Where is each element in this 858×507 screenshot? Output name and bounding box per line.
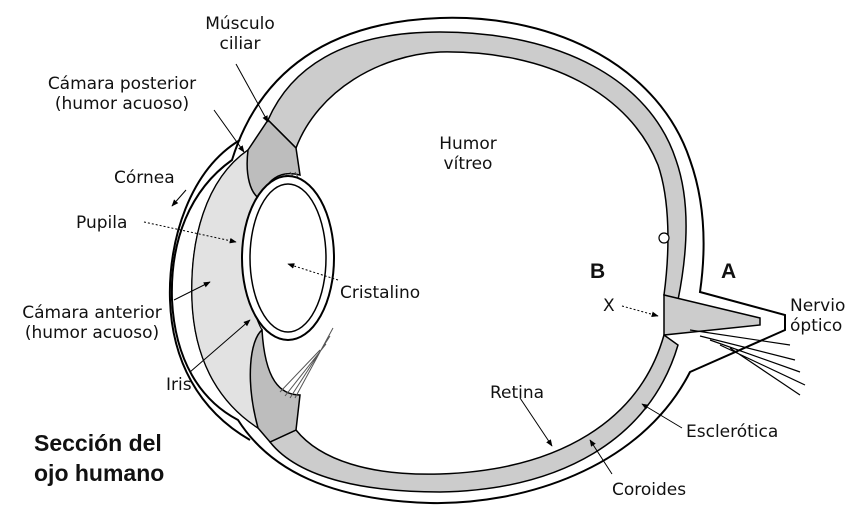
label-humor-vitreo-line1: Humor bbox=[420, 134, 516, 154]
diagram-title: Sección del ojo humano bbox=[34, 428, 164, 488]
retina-bump bbox=[659, 233, 669, 243]
label-nervio-optico-line1: Nervio bbox=[790, 296, 845, 316]
marker-a: A bbox=[721, 262, 736, 282]
label-cristalino: Cristalino bbox=[340, 283, 420, 303]
label-iris: Iris bbox=[166, 375, 192, 395]
leader-camara-posterior bbox=[214, 110, 244, 152]
label-camara-posterior-line2: (humor acuoso) bbox=[30, 94, 214, 114]
marker-x: X bbox=[603, 296, 615, 316]
label-camara-posterior: Cámara posterior (humor acuoso) bbox=[30, 74, 214, 114]
label-pupila: Pupila bbox=[76, 213, 127, 233]
label-camara-posterior-line1: Cámara posterior bbox=[30, 74, 214, 94]
diagram-title-line2: ojo humano bbox=[34, 458, 164, 488]
label-nervio-optico-line2: óptico bbox=[790, 316, 845, 336]
label-cornea: Córnea bbox=[114, 168, 175, 188]
label-musculo-ciliar-line2: ciliar bbox=[188, 34, 292, 54]
marker-b: B bbox=[590, 262, 605, 282]
label-camara-anterior-line2: (humor acuoso) bbox=[4, 323, 180, 343]
label-retina: Retina bbox=[490, 383, 544, 403]
label-musculo-ciliar-line1: Músculo bbox=[188, 14, 292, 34]
label-musculo-ciliar: Músculo ciliar bbox=[188, 14, 292, 54]
leader-cornea bbox=[172, 190, 186, 206]
label-humor-vitreo-line2: vítreo bbox=[420, 154, 516, 174]
label-coroides: Coroides bbox=[612, 480, 686, 500]
label-camara-anterior: Cámara anterior (humor acuoso) bbox=[4, 303, 180, 343]
diagram-title-line1: Sección del bbox=[34, 428, 164, 458]
label-nervio-optico: Nervio óptico bbox=[790, 296, 845, 336]
lens-inner bbox=[250, 184, 326, 332]
label-humor-vitreo: Humor vítreo bbox=[420, 134, 516, 174]
label-camara-anterior-line1: Cámara anterior bbox=[4, 303, 180, 323]
label-esclerotica: Esclerótica bbox=[686, 422, 778, 442]
